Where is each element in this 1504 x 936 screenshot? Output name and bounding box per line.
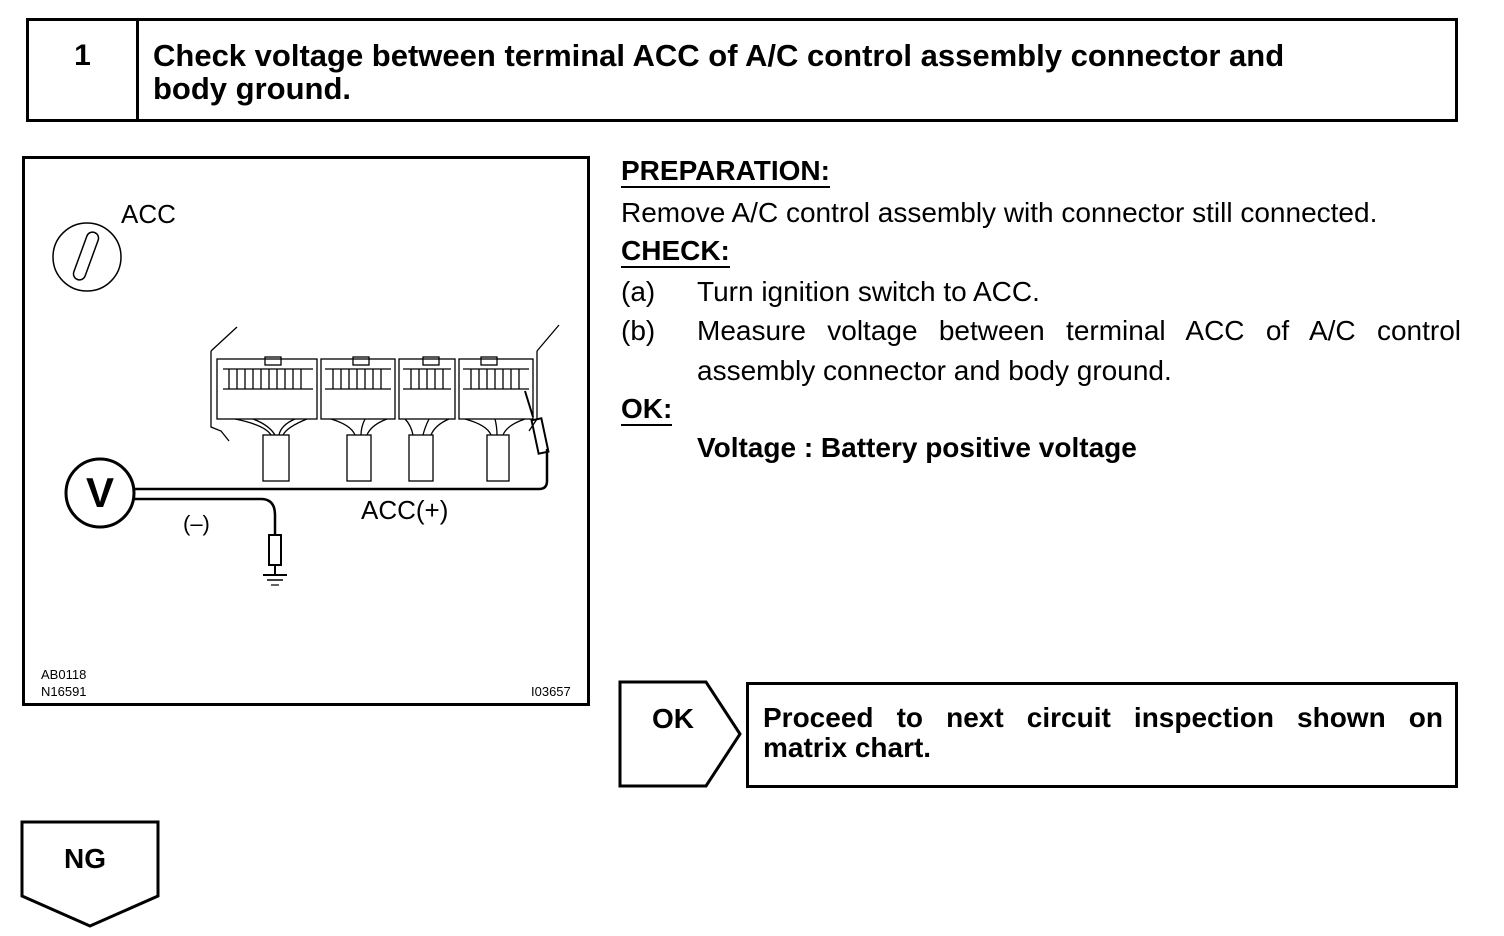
preparation-heading: PREPARATION:: [621, 155, 830, 188]
step-number: 1: [29, 21, 139, 119]
ng-branch-label: NG: [64, 843, 106, 874]
check-item-b-text-line-2: assembly connector and body ground.: [697, 355, 1172, 386]
figure-code-2: N16591: [41, 684, 87, 699]
ok-heading: OK:: [621, 393, 673, 426]
check-item-b-marker: (b): [621, 315, 656, 346]
voltmeter-icon: [64, 457, 136, 529]
negative-lead-label: (–): [183, 511, 210, 536]
step-header: 1 Check voltage between terminal ACC of …: [26, 18, 1458, 122]
connector-assembly-icon: [210, 324, 560, 482]
ok-result-box: Proceed to next circuit inspection shown…: [746, 682, 1458, 788]
ignition-acc-label: ACC: [121, 199, 176, 229]
ok-result-text: Proceed to next circuit inspection shown…: [763, 703, 1443, 763]
ok-result-line-2: matrix chart.: [763, 732, 932, 763]
step-title: Check voltage between terminal ACC of A/…: [153, 39, 1443, 105]
check-item-a-text: Turn ignition switch to ACC.: [697, 276, 1040, 307]
ok-result-line-1: Proceed to next circuit inspection shown…: [763, 702, 1443, 733]
step-title-line-1: Check voltage between terminal ACC of A/…: [153, 38, 1285, 73]
positive-lead-label: ACC(+): [361, 495, 449, 525]
ignition-key-icon: [52, 222, 122, 292]
ok-branch-label: OK: [652, 703, 694, 734]
positive-probe-icon: [134, 390, 550, 491]
figure-code-3: I03657: [531, 684, 571, 699]
check-item-a-marker: (a): [621, 276, 656, 307]
ng-arrow-icon: [20, 820, 160, 928]
check-item-b-text-line-1: Measure voltage between terminal ACC of …: [697, 315, 1461, 346]
figure-code-1: AB0118: [41, 667, 87, 682]
step-title-line-2: body ground.: [153, 71, 352, 106]
wiring-illustration: ACC V (–) ACC(+) AB0118 N16591 I03657: [22, 156, 590, 706]
illustration-drawing: [52, 222, 560, 586]
preparation-text: Remove A/C control assembly with connect…: [621, 197, 1378, 228]
ok-arrow-icon: [618, 680, 742, 788]
ok-spec: Voltage : Battery positive voltage: [697, 432, 1137, 463]
ground-probe-icon: [134, 497, 287, 586]
voltmeter-symbol: V: [85, 469, 114, 516]
check-heading: CHECK:: [621, 235, 730, 268]
